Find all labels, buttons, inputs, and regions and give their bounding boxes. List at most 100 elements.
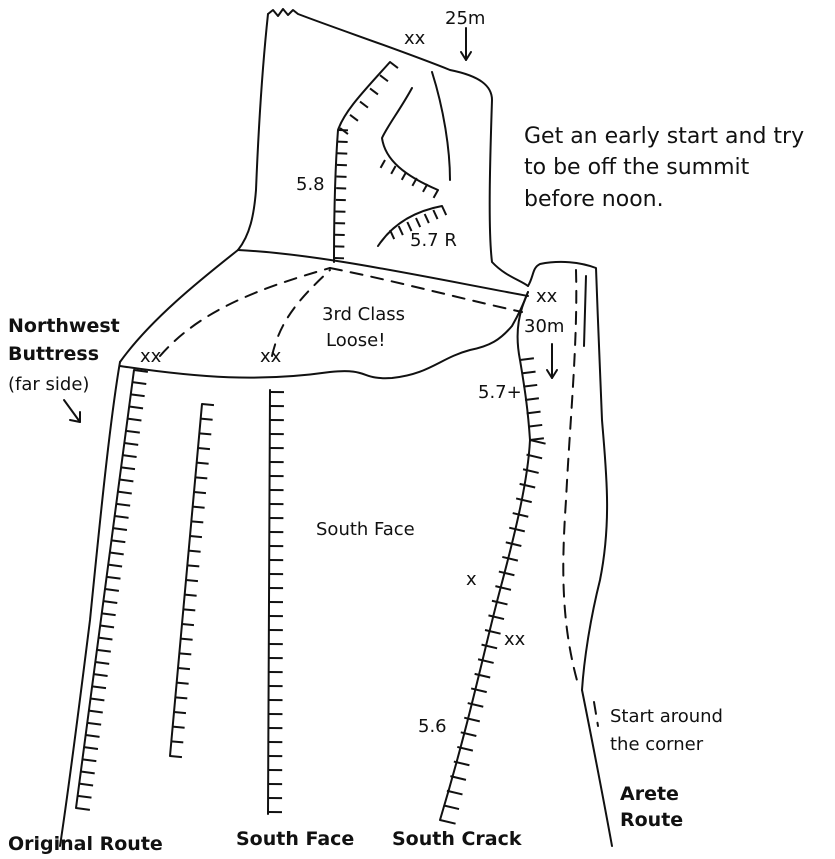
tick-mark <box>116 504 130 506</box>
tick-mark <box>113 528 127 530</box>
tick-mark <box>380 75 388 81</box>
tick-mark <box>440 820 456 824</box>
tick-mark <box>78 796 92 798</box>
ledge-anchor-mid: xx <box>260 346 282 367</box>
tick-mark <box>178 668 190 669</box>
tick-mark <box>84 747 98 749</box>
northwest-label-1: Northwest <box>8 315 120 337</box>
tick-mark <box>513 513 529 517</box>
summit-anchor-xx: xx <box>404 28 426 49</box>
tick-mark <box>173 727 185 728</box>
arete-right-edge <box>582 690 612 846</box>
tick-mark <box>468 703 484 707</box>
tick-mark <box>399 226 403 235</box>
tick-mark <box>492 601 508 605</box>
route-58-ticks <box>334 62 398 258</box>
tick-mark <box>482 645 498 649</box>
northwest-label-3: (far side) <box>8 374 89 395</box>
tick-mark <box>199 433 211 434</box>
arrow-pointer-icon <box>64 400 80 422</box>
tick-mark <box>111 540 125 542</box>
tick-mark <box>89 711 103 713</box>
tick-mark <box>99 638 113 640</box>
start-note-line-2: the corner <box>610 734 704 755</box>
tick-mark <box>523 469 539 473</box>
tick-mark <box>502 557 518 561</box>
tick-mark <box>195 477 207 478</box>
grade-56: 5.6 <box>418 716 447 737</box>
tick-mark <box>191 521 203 522</box>
tick-mark <box>520 484 536 488</box>
tick-mark <box>123 455 137 457</box>
tick-mark <box>182 624 194 625</box>
tick-mark <box>79 784 93 786</box>
arete-dashed-route <box>563 270 578 684</box>
tick-mark <box>128 419 142 421</box>
south-face-center-label: South Face <box>316 519 415 540</box>
ledge-class-line-2: Loose! <box>326 330 385 351</box>
tick-mark <box>170 756 182 757</box>
tick-mark <box>447 791 463 795</box>
tick-mark <box>129 407 143 409</box>
ledge-outline-top <box>120 250 238 362</box>
tick-mark <box>187 565 199 566</box>
tick-mark <box>527 412 541 414</box>
tick-mark <box>91 699 105 701</box>
tick-mark <box>442 206 446 215</box>
tick-mark <box>495 586 511 590</box>
tick-mark <box>360 102 368 108</box>
tick-mark <box>186 580 198 581</box>
ledge-anchor-right: xx <box>536 286 558 307</box>
grade-57plus: 5.7+ <box>478 382 522 403</box>
tick-mark <box>370 88 378 94</box>
tick-mark <box>520 358 534 360</box>
tick-mark <box>118 492 132 494</box>
tick-mark <box>488 615 504 619</box>
bolt-xx: xx <box>504 629 526 650</box>
tick-mark <box>121 467 135 469</box>
tick-mark <box>516 498 532 502</box>
tick-mark <box>131 394 145 396</box>
tick-mark <box>506 542 522 546</box>
arrow-down-icon <box>547 344 557 378</box>
route-label-arete-1: Arete <box>620 783 679 805</box>
summit-crack-1 <box>382 88 438 190</box>
tick-mark <box>76 808 90 810</box>
route-label-original: Original Route <box>8 833 163 855</box>
summit-crack-2 <box>432 72 450 180</box>
ledge-length-30m: 30m <box>524 316 564 337</box>
tick-mark <box>202 404 214 405</box>
tick-mark <box>509 528 525 532</box>
tick-mark <box>183 609 195 610</box>
tick-mark <box>108 565 122 567</box>
tick-mark <box>82 759 96 761</box>
tick-mark <box>115 516 129 518</box>
tick-mark <box>523 385 537 387</box>
route-label-arete-2: Route <box>620 809 683 831</box>
tick-mark <box>105 589 119 591</box>
tick-mark <box>193 507 205 508</box>
original-route-ticks <box>76 370 148 810</box>
arete-inner-crack <box>584 276 586 346</box>
arete-pillar-left-face <box>440 292 530 820</box>
tick-mark <box>390 62 398 68</box>
note-line-3: before noon. <box>524 187 664 212</box>
tick-mark <box>179 653 191 654</box>
tick-mark <box>528 425 542 427</box>
tick-mark <box>390 230 394 239</box>
tick-mark <box>120 480 134 482</box>
tick-mark <box>478 659 494 663</box>
tick-mark <box>381 160 385 168</box>
tick-mark <box>94 674 108 676</box>
ledge-class-line-1: 3rd Class <box>322 304 405 325</box>
tick-mark <box>485 630 501 634</box>
tick-mark <box>402 172 406 180</box>
route-58-line <box>334 62 390 262</box>
northwest-label-2: Buttress <box>8 343 99 365</box>
grade-57r: 5.7 R <box>410 230 457 251</box>
tick-mark <box>107 577 121 579</box>
tick-mark <box>103 601 117 603</box>
tick-mark <box>443 805 459 809</box>
tick-mark <box>522 372 536 374</box>
